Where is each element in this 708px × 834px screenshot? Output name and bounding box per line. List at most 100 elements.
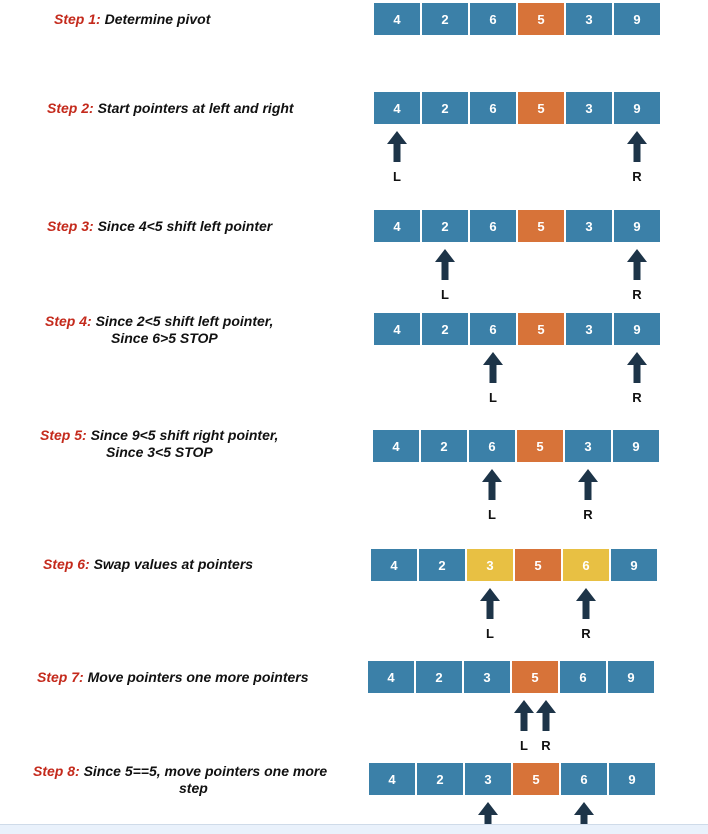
- array-cell: 2: [416, 661, 462, 693]
- array-cell: 3: [465, 763, 511, 795]
- step-description: Step 2: Start pointers at left and right: [47, 100, 294, 117]
- step-number: Step 1:: [54, 11, 101, 27]
- step-number: Step 6:: [43, 556, 90, 572]
- array-cell: 4: [369, 763, 415, 795]
- step-text: Swap values at pointers: [93, 556, 254, 572]
- up-arrow-icon: [572, 801, 596, 834]
- pointer-label: R: [583, 507, 593, 522]
- right-pointer: R: [534, 699, 558, 753]
- step-text: Since 5==5, move pointers one more: [83, 763, 328, 779]
- up-arrow-icon: [625, 248, 649, 281]
- pointer: [572, 801, 596, 834]
- step-text: Since 2<5 shift left pointer,: [95, 313, 274, 329]
- array-cell: 3: [566, 210, 612, 242]
- right-pointer: R: [574, 587, 598, 641]
- pivot-cell: 5: [518, 92, 564, 124]
- step-description: Step 5: Since 9<5 shift right pointer,Si…: [40, 427, 278, 461]
- up-arrow-icon: [476, 801, 500, 834]
- swapped-cell: 6: [563, 549, 609, 581]
- array-cell: 9: [614, 92, 660, 124]
- array-cell: 4: [374, 3, 420, 35]
- up-arrow-icon: [481, 351, 505, 384]
- up-arrow-icon: [576, 468, 600, 501]
- pointer-label: R: [541, 738, 551, 753]
- left-pointer: L: [512, 699, 536, 753]
- right-pointer: R: [625, 130, 649, 184]
- step-text: Since 9<5 shift right pointer,: [90, 427, 279, 443]
- pointer: [476, 801, 500, 834]
- pointer-label: L: [520, 738, 528, 753]
- pointer-label: L: [441, 287, 449, 302]
- up-arrow-icon: [534, 699, 558, 732]
- step-description: Step 4: Since 2<5 shift left pointer,Sin…: [45, 313, 273, 347]
- array-cell: 3: [566, 313, 612, 345]
- step-text: Since 4<5 shift left pointer: [97, 218, 273, 234]
- up-arrow-icon: [574, 587, 598, 620]
- left-pointer: L: [481, 351, 505, 405]
- left-pointer: L: [385, 130, 409, 184]
- array-cell: 3: [566, 92, 612, 124]
- up-arrow-icon: [512, 699, 536, 732]
- pointer-label: R: [632, 169, 642, 184]
- array-cell: 6: [469, 430, 515, 462]
- array-cell: 2: [419, 549, 465, 581]
- pivot-cell: 5: [518, 3, 564, 35]
- array-cell: 6: [470, 210, 516, 242]
- array-cell: 4: [371, 549, 417, 581]
- step-number: Step 5:: [40, 427, 87, 443]
- array-cell: 2: [422, 313, 468, 345]
- array-cell: 9: [611, 549, 657, 581]
- pivot-cell: 5: [515, 549, 561, 581]
- array-cell: 9: [609, 763, 655, 795]
- pointer-label: L: [489, 390, 497, 405]
- array-cell: 9: [614, 3, 660, 35]
- pointer-label: R: [632, 287, 642, 302]
- pivot-cell: 5: [513, 763, 559, 795]
- step-description: Step 8: Since 5==5, move pointers one mo…: [33, 763, 327, 797]
- step-description: Step 3: Since 4<5 shift left pointer: [47, 218, 272, 235]
- pointer-label: L: [486, 626, 494, 641]
- step-number: Step 4:: [45, 313, 92, 329]
- array-cell: 2: [421, 430, 467, 462]
- up-arrow-icon: [480, 468, 504, 501]
- array-cell: 2: [422, 210, 468, 242]
- array-cell: 6: [561, 763, 607, 795]
- array-cell: 3: [565, 430, 611, 462]
- step-description: Step 1: Determine pivot: [54, 11, 210, 28]
- pointer-label: R: [632, 390, 642, 405]
- swapped-cell: 3: [467, 549, 513, 581]
- array-cell: 3: [464, 661, 510, 693]
- pointer-label: L: [488, 507, 496, 522]
- array-cell: 6: [560, 661, 606, 693]
- up-arrow-icon: [385, 130, 409, 163]
- array-cell: 6: [470, 313, 516, 345]
- pivot-cell: 5: [512, 661, 558, 693]
- left-pointer: L: [480, 468, 504, 522]
- right-pointer: R: [625, 248, 649, 302]
- left-pointer: L: [478, 587, 502, 641]
- array-cell: 2: [422, 3, 468, 35]
- step-text-continued: Since 6>5 STOP: [111, 330, 218, 346]
- array-cell: 9: [614, 313, 660, 345]
- step-text: Move pointers one more pointers: [87, 669, 309, 685]
- step-text: Start pointers at left and right: [97, 100, 294, 116]
- array-cell: 2: [422, 92, 468, 124]
- step-text: Determine pivot: [104, 11, 211, 27]
- pivot-cell: 5: [518, 313, 564, 345]
- array-cell: 2: [417, 763, 463, 795]
- array-cell: 4: [374, 313, 420, 345]
- pivot-cell: 5: [517, 430, 563, 462]
- step-number: Step 2:: [47, 100, 94, 116]
- step-number: Step 3:: [47, 218, 94, 234]
- up-arrow-icon: [478, 587, 502, 620]
- right-pointer: R: [576, 468, 600, 522]
- array-cell: 9: [614, 210, 660, 242]
